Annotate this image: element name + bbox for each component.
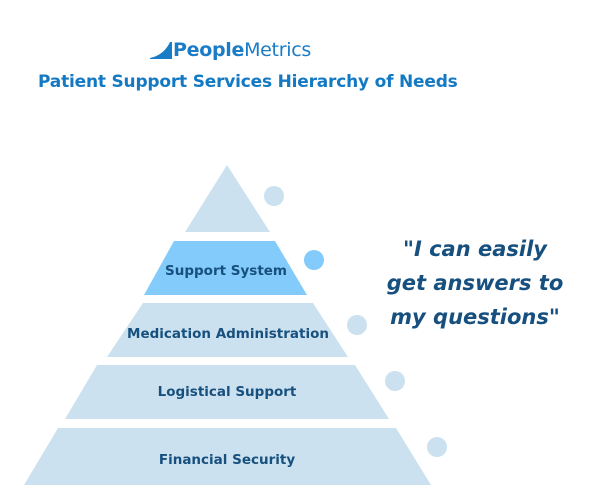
- level-marker-circle: [347, 315, 367, 335]
- level-label-support-system: Support System: [165, 263, 287, 279]
- logo-text-light: Metrics: [244, 39, 311, 61]
- logo-text-bold: People: [173, 39, 245, 61]
- peoplemetrics-logo: PeopleMetrics: [150, 38, 311, 62]
- pyramid-level-financial-security: [24, 428, 431, 485]
- pyramid-level-top: [185, 165, 270, 232]
- pyramid-level-logistical-support: [65, 365, 389, 419]
- level-marker-circle: [264, 186, 284, 206]
- level-marker-circle-active: [304, 250, 324, 270]
- quote-text: "I can easily get answers to my question…: [386, 237, 564, 329]
- level-marker-circle: [385, 371, 405, 391]
- level-label-logistical-support: Logistical Support: [157, 384, 297, 400]
- level-label-financial-security: Financial Security: [158, 452, 296, 468]
- level-label-medication-administration: Medication Administration: [127, 326, 329, 342]
- pyramid-level-medication-administration: [107, 303, 348, 357]
- pyramid-level-support-system: [144, 241, 307, 295]
- level-marker-circle: [427, 437, 447, 457]
- page-title: Patient Support Services Hierarchy of Ne…: [38, 72, 458, 92]
- logo-ramp-icon: [150, 42, 172, 59]
